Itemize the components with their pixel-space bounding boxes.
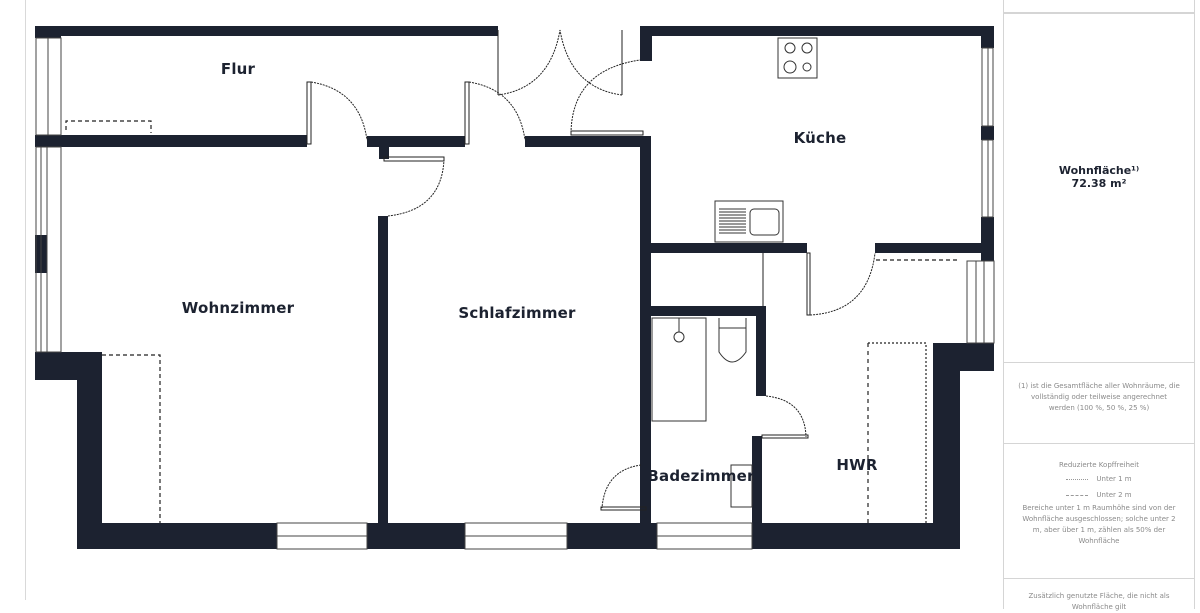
headroom-legend: Reduzierte Kopffreiheit Unter 1 m Unter … (1003, 443, 1195, 578)
windows (35, 37, 995, 550)
headroom-note: Bereiche unter 1 m Raumhöhe sind von der… (1022, 504, 1176, 545)
floor-plan (35, 26, 995, 550)
panel-top-box (1003, 0, 1195, 13)
legend-under-2m: Unter 2 m (1004, 487, 1194, 503)
room-label-kueche: Küche (793, 129, 847, 147)
headroom-markings (65, 120, 960, 523)
headroom-title: Reduzierte Kopffreiheit (1058, 461, 1139, 469)
legend-label: Unter 2 m (1096, 491, 1132, 499)
room-label-hwr: HWR (836, 456, 878, 474)
dotted-line-icon (1066, 478, 1089, 480)
dashed-line-icon (1066, 494, 1089, 496)
legend-under-1m: Unter 1 m (1004, 471, 1194, 487)
info-panel: Wohnfläche¹⁾ 72.38 m² (1) ist die Gesamt… (1003, 0, 1195, 611)
fixtures (651, 37, 818, 508)
doors (306, 29, 876, 511)
area-summary: Wohnfläche¹⁾ 72.38 m² (1003, 13, 1195, 362)
footnote-box: (1) ist die Gesamtfläche aller Wohnräume… (1003, 362, 1195, 443)
bottom-note-box: Zusätzlich genutzte Fläche, die nicht al… (1003, 578, 1195, 611)
walls (35, 26, 994, 549)
room-label-flur: Flur (220, 60, 256, 78)
room-label-schlafzimmer: Schlafzimmer (458, 304, 576, 322)
area-footnote: (1) ist die Gesamtfläche aller Wohnräume… (1018, 382, 1180, 412)
bottom-note: Zusätzlich genutzte Fläche, die nicht al… (1028, 592, 1170, 611)
room-label-wohnzimmer: Wohnzimmer (181, 299, 295, 317)
room-label-badezimmer: Badezimmer (647, 467, 755, 485)
page-frame-left (25, 0, 26, 600)
area-title: Wohnfläche¹⁾ (1058, 164, 1140, 177)
legend-label: Unter 1 m (1096, 475, 1132, 483)
area-value: 72.38 m² (1071, 177, 1127, 190)
